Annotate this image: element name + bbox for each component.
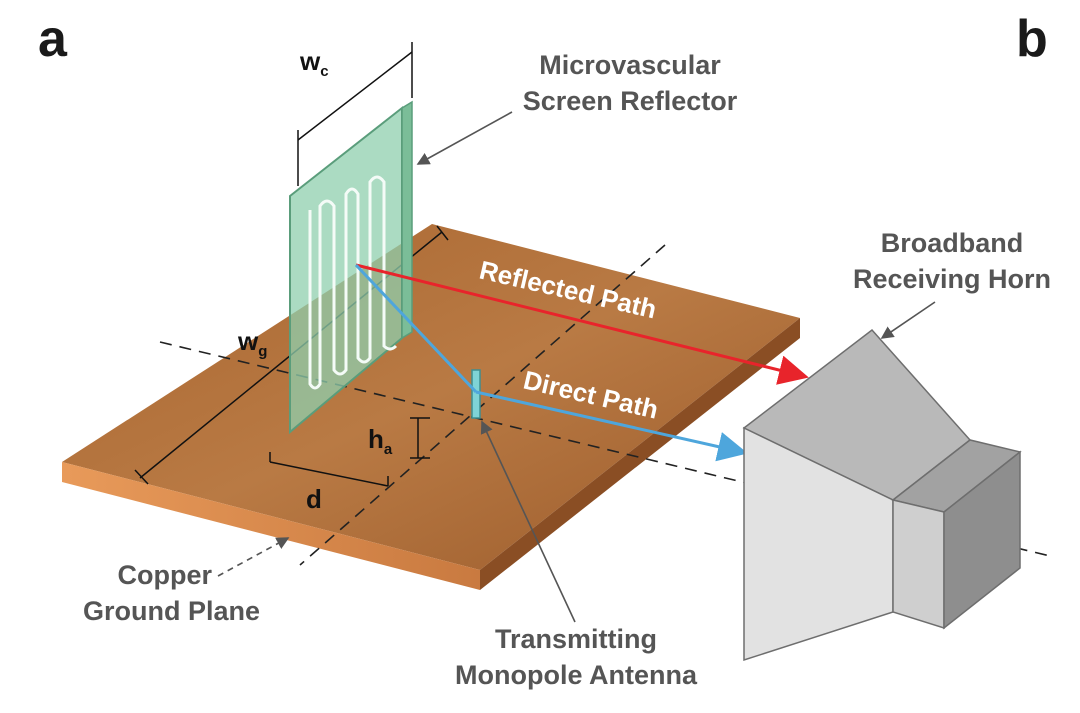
broadband-receiving-horn — [742, 328, 1022, 662]
ground-label-line1: Copper — [118, 560, 213, 590]
ray-to-reflector — [354, 263, 478, 394]
waveguide-side — [943, 450, 1021, 630]
leader-reflector — [416, 111, 513, 165]
leader-horn — [880, 301, 936, 339]
leader-antenna — [480, 420, 576, 623]
microvascular-channel — [308, 175, 398, 390]
direct-ray — [475, 390, 748, 462]
leader-ground — [217, 537, 290, 577]
horn-label-line2: Receiving Horn — [853, 264, 1051, 294]
reflector-label-line1: Microvascular — [539, 50, 721, 80]
dimension-ha — [410, 417, 430, 459]
dimension-wc — [297, 42, 413, 186]
antenna-label-line1: Transmitting — [495, 624, 657, 654]
ground-plane-top — [62, 224, 800, 570]
dimension-d-label: d — [306, 484, 322, 514]
horn-label-line1: Broadband — [881, 228, 1024, 258]
copper-ground-plane — [62, 224, 800, 590]
reflector-label-line2: Screen Reflector — [523, 86, 738, 116]
dimension-wg-label: wg — [237, 326, 267, 360]
dimension-ha-label: ha — [368, 424, 393, 458]
ground-label-line2: Ground Plane — [83, 596, 260, 626]
axis-line-cross — [299, 244, 666, 566]
reflector-edge — [401, 100, 413, 340]
ground-plane-front-side — [62, 462, 480, 590]
dimension-wc-label: wc — [299, 46, 329, 80]
panel-label-a: a — [38, 10, 68, 68]
waveguide-front — [892, 499, 945, 630]
reflected-ray — [355, 263, 809, 385]
ground-plane-right-side — [480, 318, 800, 590]
antenna-label-line2: Monopole Antenna — [455, 660, 698, 690]
panel-label-b: b — [1016, 10, 1048, 68]
dimension-d — [269, 452, 389, 487]
